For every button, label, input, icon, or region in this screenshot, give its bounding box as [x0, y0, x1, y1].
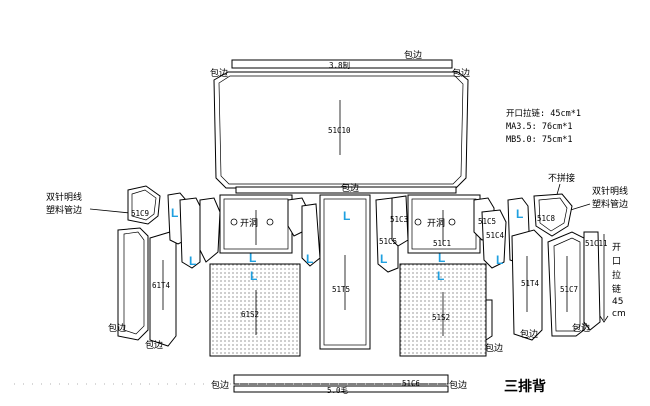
- piece-label-61t4: 61T4: [152, 281, 171, 290]
- piece-51c7: [547, 231, 601, 337]
- binding-label: 包边: [452, 67, 470, 79]
- direction-mark: L: [250, 269, 257, 283]
- svg-text:开: 开: [612, 242, 621, 253]
- direction-mark: L: [306, 252, 313, 266]
- diagram-title: 三排背: [504, 378, 546, 395]
- binding-label: 包边: [520, 328, 538, 340]
- piece-center-right-hole: [407, 194, 481, 254]
- piece-51c8: [533, 193, 573, 237]
- piece-label-51t5: 51T5: [332, 285, 350, 294]
- open-hole-label: 开洞: [240, 218, 258, 229]
- direction-mark: L: [189, 254, 196, 268]
- direction-mark: L: [380, 252, 387, 266]
- zipper-vertical-text: 开 口 拉 链 45 cm: [612, 242, 626, 319]
- piece-label-51s2: 51S2: [432, 313, 450, 322]
- stitch-label: 双针明线: [592, 185, 628, 197]
- piece-label-51c7: 51C7: [560, 285, 578, 294]
- binding-label: 包边: [572, 322, 590, 334]
- note-ma: MA3.5: 76cm*1: [506, 122, 573, 132]
- binding-label: 包边: [341, 182, 359, 194]
- direction-mark: L: [438, 251, 445, 265]
- binding-label: 包边: [145, 339, 163, 351]
- svg-text:45: 45: [612, 297, 623, 307]
- binding-label: 包边: [449, 379, 467, 391]
- piece-label-51c6: 51C6: [402, 379, 421, 388]
- open-hole-label: 开洞: [427, 218, 445, 229]
- stitch-label: 双针明线: [46, 191, 82, 203]
- note-mb: MB5.0: 75cm*1: [506, 135, 573, 145]
- piece-label-51c9: 51C9: [131, 209, 149, 218]
- piece-strips-mid-right: [375, 195, 409, 273]
- piece-label-51c1: 51C1: [433, 239, 451, 248]
- piece-label-51c5: 51C5: [379, 237, 397, 246]
- piece-label-51c11: 51C11: [585, 239, 608, 248]
- material-top-label: 3.8制: [329, 60, 350, 70]
- piping-label: 塑料管边: [46, 204, 82, 216]
- svg-text:拉: 拉: [612, 269, 621, 281]
- piping-label: 塑料管边: [592, 198, 628, 210]
- piece-label-51c10: 51C10: [328, 126, 351, 135]
- svg-text:口: 口: [612, 257, 621, 267]
- binding-label: 包边: [210, 67, 228, 79]
- direction-mark: L: [496, 253, 503, 267]
- direction-mark: L: [437, 269, 444, 283]
- piece-61t4: [117, 192, 187, 347]
- binding-label: 包边: [485, 342, 503, 354]
- piece-51c10: [213, 59, 469, 194]
- binding-label: 包边: [211, 379, 229, 391]
- piece-51t4: [511, 229, 543, 341]
- piece-51c6: [233, 374, 449, 393]
- piece-label-51c4: 51C4: [486, 231, 505, 240]
- direction-mark: L: [171, 206, 178, 220]
- note-zipper: 开口拉链: 45cm*1: [506, 108, 581, 119]
- piece-61s2: [209, 263, 301, 357]
- direction-mark: L: [249, 251, 256, 265]
- direction-mark: L: [343, 209, 350, 223]
- piece-51t5: [319, 194, 371, 350]
- piece-label-51c8: 51C8: [537, 214, 556, 223]
- direction-mark: L: [516, 207, 523, 221]
- binding-label: 包边: [404, 49, 422, 61]
- piece-label-51c3: 51C3: [390, 215, 408, 224]
- piece-51s2: [399, 263, 493, 357]
- piece-label-61s2: 61S2: [241, 310, 259, 319]
- svg-text:cm: cm: [612, 309, 626, 319]
- piece-51c9: [127, 185, 161, 225]
- piece-strip-left: [179, 197, 221, 269]
- no-splice-label: 不拼接: [548, 172, 575, 184]
- svg-text:链: 链: [612, 283, 621, 295]
- binding-label: 包边: [108, 322, 126, 334]
- piece-strips-mid-left: [287, 197, 321, 267]
- piece-label-51t4: 51T4: [521, 279, 540, 288]
- material-bottom-label: 5.0毛: [327, 385, 349, 395]
- piece-label-51c5: 51C5: [478, 217, 496, 226]
